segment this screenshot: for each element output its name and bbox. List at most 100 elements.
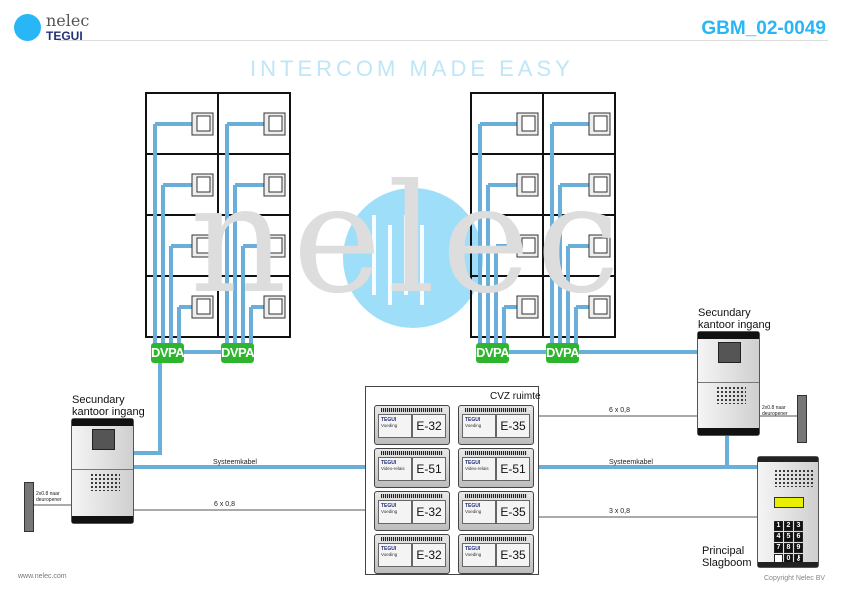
module-code: E-32 (412, 414, 446, 438)
module-brand: TEGUI (381, 417, 397, 423)
keypad-key[interactable]: 4 (774, 532, 783, 542)
module-code: E-51 (412, 457, 446, 481)
module-code: E-35 (496, 414, 530, 438)
dvpa-distributor: DVPA (476, 343, 510, 363)
monitor-screen (521, 176, 536, 193)
module-type: Voeding (381, 509, 398, 514)
riser-to-left-panel (133, 363, 162, 455)
keypad-key[interactable]: 6 (794, 532, 803, 542)
cable-label-3x08: 3 x 0,8 (609, 508, 631, 515)
door-lock-left (24, 482, 34, 532)
keypad-key[interactable]: 2 (784, 521, 793, 531)
monitor-screen (268, 298, 283, 315)
vent-grille (465, 494, 527, 498)
footer-copyright: Copyright Nelec BV (764, 575, 826, 582)
module-type: Video-relais (381, 466, 405, 471)
vent-grille (381, 451, 443, 455)
keypad-key[interactable]: 5 (784, 532, 793, 542)
monitor-screen (268, 115, 283, 132)
label-line1: Principal (702, 545, 745, 557)
logo-bar (388, 225, 392, 305)
footer-website[interactable]: www.nelec.com (18, 573, 67, 580)
module-type: Voeding (381, 423, 398, 428)
vent-grille (465, 451, 527, 455)
monitor-screen (196, 115, 211, 132)
monitor-screen (268, 237, 283, 254)
video-door-panel-left[interactable] (71, 418, 134, 524)
keypad-key[interactable]: 3 (794, 521, 803, 531)
keypad-key[interactable]: 7 (774, 543, 783, 553)
label-line1: Secundary (72, 394, 125, 406)
monitor-screen (593, 237, 608, 254)
module-type: Voeding (381, 552, 398, 557)
camera-icon (92, 429, 115, 450)
lock-label-left: 2x0.8 naar deuropener (36, 491, 62, 503)
monitor-screen (593, 298, 608, 315)
monitor-screen (268, 176, 283, 193)
logo-bar (420, 225, 424, 305)
monitor-screen (196, 237, 211, 254)
module-brand: TEGUI (381, 460, 397, 466)
monitor-screen (593, 115, 608, 132)
header-rule (58, 40, 828, 41)
dvpa-distributor: DVPA (151, 343, 185, 363)
logo-bar (372, 215, 376, 295)
principal-panel-label: Principal Slagboom (702, 545, 752, 569)
module-type: Voeding (465, 552, 482, 557)
cable-label-systeemkabel-left: Systeemkabel (213, 459, 257, 466)
module-code: E-51 (496, 457, 530, 481)
vent-grille (381, 408, 443, 412)
apartment-cell (542, 275, 616, 338)
right-panel-label: Secundary kantoor ingang (698, 307, 771, 331)
speaker-grille (774, 469, 814, 487)
label-line2: kantoor ingang (698, 319, 771, 331)
monitor-screen (521, 237, 536, 254)
lock-label-right: 2x0.8 naar deuropener (762, 405, 788, 417)
cable-label-6x08-left: 6 x 0,8 (214, 501, 236, 508)
apartment-cell (217, 275, 291, 338)
label-line1: Secundary (698, 307, 751, 319)
keypad-key[interactable]: 1 (774, 521, 783, 531)
speaker-grille (90, 473, 120, 491)
video-door-panel-right[interactable] (697, 331, 760, 436)
keypad-key[interactable]: 8 (784, 543, 793, 553)
camera-icon (718, 342, 741, 363)
label-line2: kantoor ingang (72, 406, 145, 418)
dvpa-distributor: DVPA (221, 343, 255, 363)
vent-grille (381, 494, 443, 498)
module-brand: TEGUI (381, 546, 397, 552)
module-code: E-32 (412, 543, 446, 567)
label-line2: Slagboom (702, 557, 752, 569)
module-brand: TEGUI (465, 460, 481, 466)
module-code: E-35 (496, 543, 530, 567)
monitor-screen (521, 298, 536, 315)
keypad-key[interactable]: 9 (794, 543, 803, 553)
cable-label-systeemkabel-right: Systeemkabel (609, 459, 653, 466)
monitor-screen (196, 298, 211, 315)
cvz-title: CVZ ruimte (490, 391, 541, 402)
vent-grille (381, 537, 443, 541)
module-type: Voeding (465, 509, 482, 514)
dvpa-distributor: DVPA (546, 343, 580, 363)
watermark-word: nelec (190, 153, 627, 327)
logo-icon (14, 14, 41, 41)
logo-bar (404, 215, 408, 295)
module-code: E-32 (412, 500, 446, 524)
